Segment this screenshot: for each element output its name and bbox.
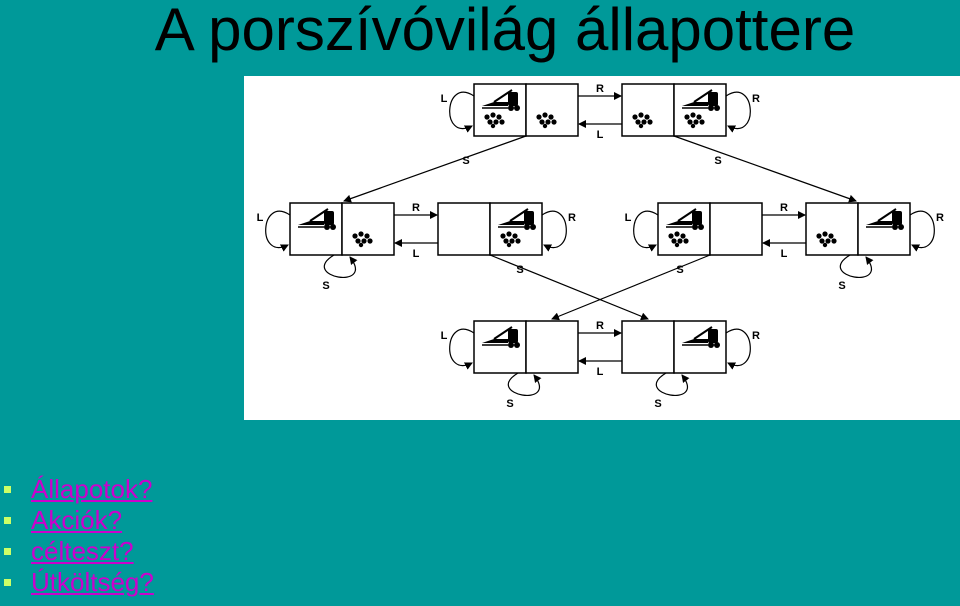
bullet-list: Állapotok? Akciók? célteszt? Útköltség? xyxy=(4,474,154,598)
bullet-marker xyxy=(4,486,11,493)
state-7-right-cell xyxy=(525,320,579,374)
bullet-marker xyxy=(4,517,11,524)
link-goal-test[interactable]: célteszt? xyxy=(31,536,134,566)
action-label: R xyxy=(596,83,604,95)
action-label: R xyxy=(780,202,788,214)
bullet-item-states[interactable]: Állapotok? xyxy=(4,474,154,505)
action-label: S xyxy=(714,155,721,167)
arrow-suck xyxy=(343,135,527,203)
bullet-marker xyxy=(4,548,11,555)
action-label: R xyxy=(568,212,576,224)
action-label: L xyxy=(441,330,448,342)
action-label: S xyxy=(516,264,523,276)
bullet-item-actions[interactable]: Akciók? xyxy=(4,505,154,536)
arrow-suck xyxy=(489,254,649,321)
action-label: S xyxy=(462,155,469,167)
action-label: S xyxy=(654,398,661,410)
self-loop-left xyxy=(449,91,475,133)
bullet-item-goal-test[interactable]: célteszt? xyxy=(4,536,154,567)
self-loop-right xyxy=(725,328,751,370)
self-loop-left xyxy=(449,328,475,370)
state-6-left-cell xyxy=(805,202,859,256)
link-path-cost[interactable]: Útköltség? xyxy=(31,567,154,597)
state-1-right-cell xyxy=(525,83,579,137)
self-loop-left xyxy=(265,210,291,252)
self-loop-suck xyxy=(324,254,358,278)
action-label: R xyxy=(936,212,944,224)
action-label: L xyxy=(257,212,264,224)
self-loop-right xyxy=(909,210,935,252)
action-label: R xyxy=(752,330,760,342)
state-space-svg: R L R L R L R L L R L R L R L R S S S S S S S S xyxy=(257,83,944,410)
link-actions[interactable]: Akciók? xyxy=(31,505,123,535)
bullet-item-path-cost[interactable]: Útköltség? xyxy=(4,567,154,598)
action-label: R xyxy=(412,202,420,214)
self-loop-right xyxy=(541,210,567,252)
action-label: L xyxy=(781,248,788,260)
state-8-left-cell xyxy=(621,320,675,374)
self-loop-suck xyxy=(656,372,690,396)
arrow-suck xyxy=(673,135,857,203)
action-label: L xyxy=(597,366,604,378)
self-loop-suck xyxy=(508,372,542,396)
action-label: L xyxy=(413,248,420,260)
self-loop-right xyxy=(725,91,751,133)
action-label: R xyxy=(596,320,604,332)
action-label: L xyxy=(625,212,632,224)
action-label: L xyxy=(441,93,448,105)
self-loop-left xyxy=(633,210,659,252)
action-label: S xyxy=(322,280,329,292)
self-loop-suck xyxy=(840,254,874,278)
state-space-diagram: R L R L R L R L L R L R L R L R S S S S S S S S xyxy=(244,76,960,420)
state-5-right-cell xyxy=(709,202,763,256)
arrow-suck xyxy=(551,254,711,321)
action-label: L xyxy=(597,129,604,141)
state-2-left-cell xyxy=(621,83,675,137)
action-label: R xyxy=(752,93,760,105)
bullet-marker xyxy=(4,579,11,586)
link-states[interactable]: Állapotok? xyxy=(31,474,153,504)
action-label: S xyxy=(506,398,513,410)
action-label: S xyxy=(676,264,683,276)
state-3-right-cell xyxy=(341,202,395,256)
state-4-left-cell xyxy=(437,202,491,256)
slide-title: A porszívóvilág állapottere xyxy=(154,0,856,63)
action-label: S xyxy=(838,280,845,292)
